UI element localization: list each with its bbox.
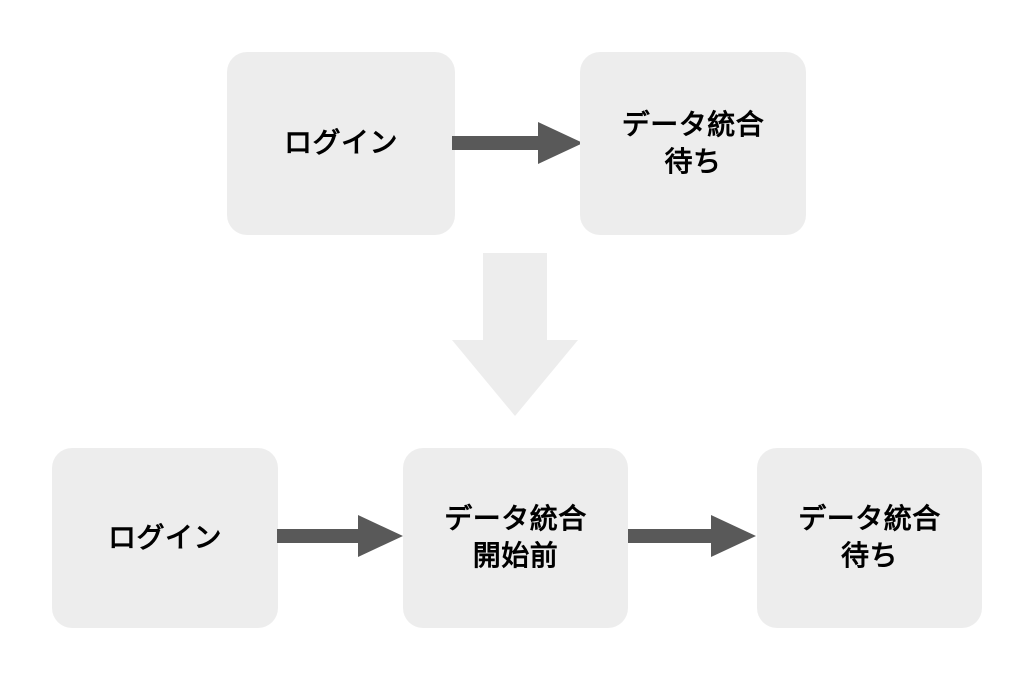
node-label: データ統合 待ち bbox=[798, 502, 941, 572]
arrow-right-icon bbox=[277, 515, 403, 557]
arrow-right-icon bbox=[452, 122, 583, 164]
node-label: データ統合 待ち bbox=[621, 107, 765, 178]
node-label: ログイン bbox=[107, 520, 222, 554]
arrow-down-icon bbox=[452, 253, 578, 416]
node-bottom-prestart[interactable]: データ統合 開始前 bbox=[403, 448, 628, 628]
node-label: データ統合 開始前 bbox=[444, 502, 587, 572]
node-top-wait[interactable]: データ統合 待ち bbox=[580, 52, 806, 235]
node-top-login[interactable]: ログイン bbox=[227, 52, 455, 235]
node-bottom-wait[interactable]: データ統合 待ち bbox=[757, 448, 982, 628]
arrow-bottom-prestart-to-wait bbox=[628, 515, 756, 557]
arrow-top-login-to-wait bbox=[452, 122, 583, 164]
arrow-bottom-login-to-prestart bbox=[277, 515, 403, 557]
node-label: ログイン bbox=[283, 126, 398, 160]
node-bottom-login[interactable]: ログイン bbox=[52, 448, 278, 628]
transition-arrow-down bbox=[452, 253, 578, 416]
arrow-right-icon bbox=[628, 515, 756, 557]
